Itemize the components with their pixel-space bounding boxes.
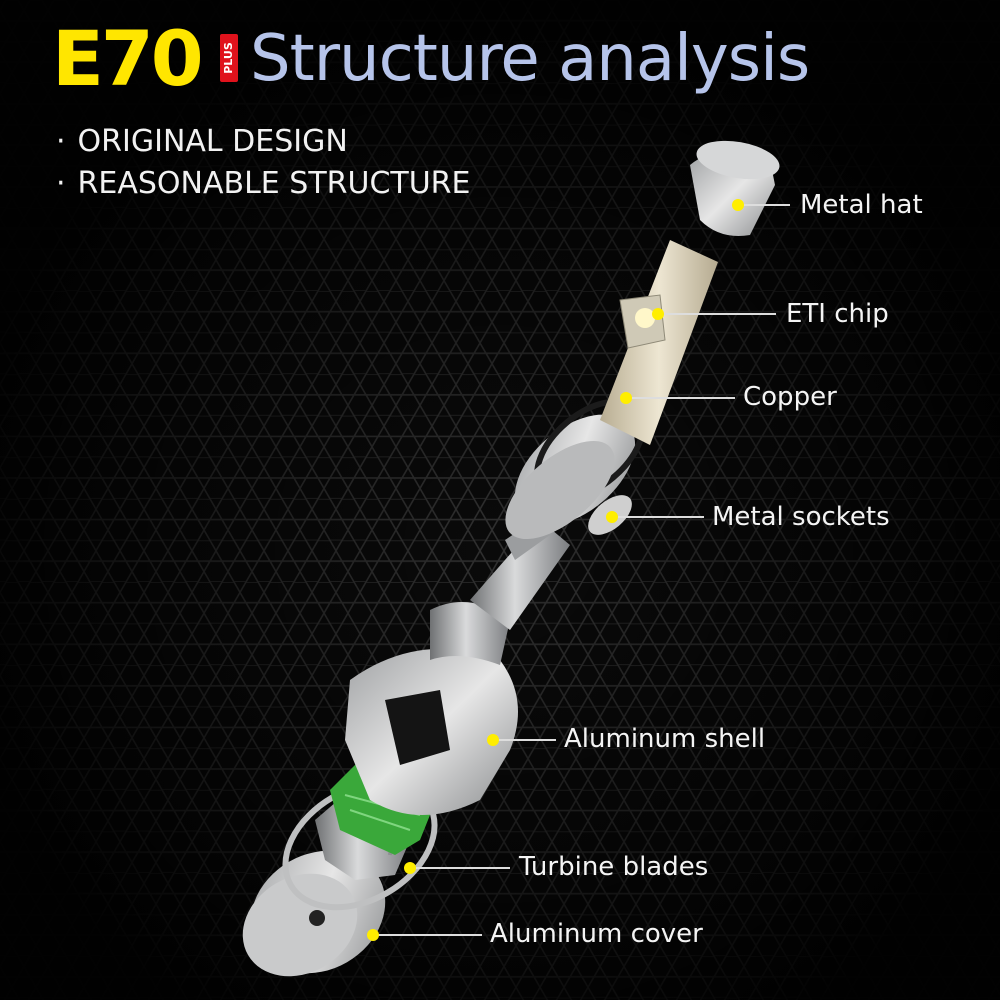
- page-title: Structure analysis: [250, 22, 810, 96]
- aluminum-shell-part: [345, 602, 518, 815]
- callout-aluminum-cover: Aluminum cover: [490, 919, 703, 949]
- bullet-dot: ·: [56, 166, 66, 201]
- callout-turbine-blades: Turbine blades: [519, 852, 709, 882]
- feature-item: · REASONABLE STRUCTURE: [56, 166, 470, 201]
- callout-markers: [367, 199, 744, 941]
- feature-label: REASONABLE STRUCTURE: [77, 166, 471, 201]
- aluminum-cover-part: [242, 850, 386, 977]
- feature-item: · ORIGINAL DESIGN: [56, 124, 348, 159]
- metal-hat-part: [690, 140, 780, 236]
- brand-logo: E70: [52, 14, 204, 103]
- bullet-dot: ·: [56, 124, 66, 159]
- callout-leaders: [373, 204, 790, 936]
- plus-badge: PLUS: [220, 34, 238, 82]
- callout-copper: Copper: [743, 382, 837, 412]
- callout-metal-hat: Metal hat: [800, 190, 923, 220]
- callout-metal-sockets: Metal sockets: [712, 502, 890, 532]
- callout-eti-chip: ETI chip: [786, 299, 889, 329]
- feature-label: ORIGINAL DESIGN: [77, 124, 348, 159]
- copper-bar-part: [600, 240, 718, 445]
- callout-aluminum-shell: Aluminum shell: [564, 724, 766, 754]
